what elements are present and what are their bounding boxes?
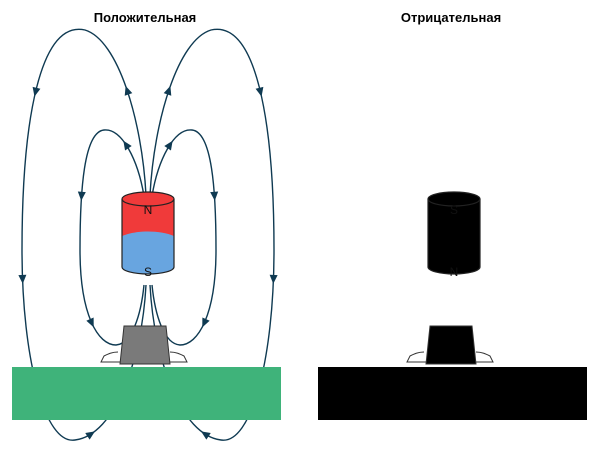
magnet: S N: [427, 191, 481, 279]
magnet-top-cap: [122, 192, 174, 206]
field-arrow: [164, 140, 173, 151]
field-lines: [18, 28, 278, 441]
sensor-lead-right: [474, 351, 494, 363]
magnet: N S: [121, 191, 175, 279]
panel-title-positive: Положительная: [94, 10, 197, 25]
field-arrow: [210, 191, 219, 201]
magnet-top-pole-label: N: [144, 203, 153, 217]
board-rect: [318, 367, 587, 420]
field-arrow: [77, 191, 86, 201]
sensor-body: [425, 325, 477, 365]
field-arrow: [123, 140, 132, 151]
magnet-bottom-pole-label: N: [450, 265, 459, 279]
field-arrow: [255, 86, 264, 97]
circuit-board: [318, 367, 587, 420]
field-arrow: [85, 431, 95, 440]
magnet-top-pole-label: S: [450, 203, 458, 217]
field-arrow: [18, 274, 27, 284]
circuit-board: [12, 367, 281, 420]
field-arrow: [163, 85, 172, 96]
panel-title-negative: Отрицательная: [401, 10, 501, 25]
field-arrow: [201, 431, 211, 440]
hall-sensor: [406, 325, 494, 365]
field-line: [151, 129, 217, 346]
field-arrow: [202, 317, 210, 328]
field-line: [21, 28, 147, 441]
sensor-lead-left: [100, 351, 120, 363]
sensor-lead-left: [406, 351, 426, 363]
hall-sensor: [100, 325, 188, 365]
field-arrow: [86, 317, 94, 328]
panel-negative: Отрицательная S N: [318, 10, 587, 420]
sensor-body: [119, 325, 171, 365]
sensor-lead-right: [168, 351, 188, 363]
field-arrow: [124, 85, 133, 96]
magnet-top-cap: [428, 192, 480, 206]
field-arrow: [32, 86, 41, 97]
board-rect: [12, 367, 281, 420]
panel-positive: Положительная N S: [12, 10, 281, 441]
field-line: [149, 28, 275, 441]
magnet-bottom-pole-label: S: [144, 265, 152, 279]
field-arrow: [269, 274, 278, 284]
